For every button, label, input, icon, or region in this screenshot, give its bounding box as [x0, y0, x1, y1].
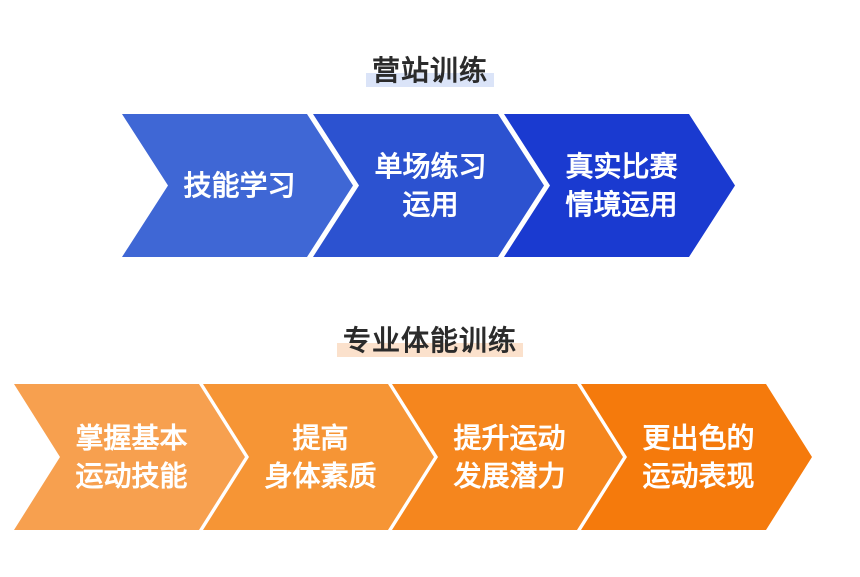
chevron-step-4-label: 更出色的 — [642, 422, 754, 455]
chevron-step-3-label: 真实比赛 — [565, 150, 678, 183]
chevron-step-1-label: 技能学习 — [183, 169, 295, 202]
chevron-step-1-label: 掌握基本 — [75, 422, 187, 455]
chevron-step-1-label: 运动技能 — [75, 460, 187, 493]
chevron-step-2-label: 提高 — [292, 422, 348, 455]
camp-training-title-text: 营站训练 — [371, 54, 489, 87]
chevron-step-1 — [122, 114, 353, 257]
chevron-step-3-label: 提升运动 — [453, 422, 565, 455]
pro-fitness-title-text: 专业体能训练 — [342, 324, 518, 357]
chevron-step-2 — [313, 114, 544, 257]
chevron-step-2-label: 身体素质 — [264, 460, 376, 493]
chevron-step-2-label: 单场练习 — [374, 150, 486, 183]
chevron-step-3-label: 情境运用 — [565, 188, 677, 221]
pro-fitness-title: 专业体能训练 — [336, 319, 524, 359]
camp-training-title: 营站训练 — [365, 49, 495, 89]
chevron-step-4-label: 运动表现 — [642, 460, 754, 493]
chevron-step-3 — [392, 384, 623, 530]
chevron-step-3-label: 发展潜力 — [452, 460, 565, 493]
chevron-step-1 — [14, 384, 245, 530]
chevron-step-4 — [581, 384, 812, 530]
chevron-step-3 — [504, 114, 735, 257]
chevron-step-2-label: 运用 — [402, 188, 458, 221]
chevron-step-2 — [203, 384, 434, 530]
